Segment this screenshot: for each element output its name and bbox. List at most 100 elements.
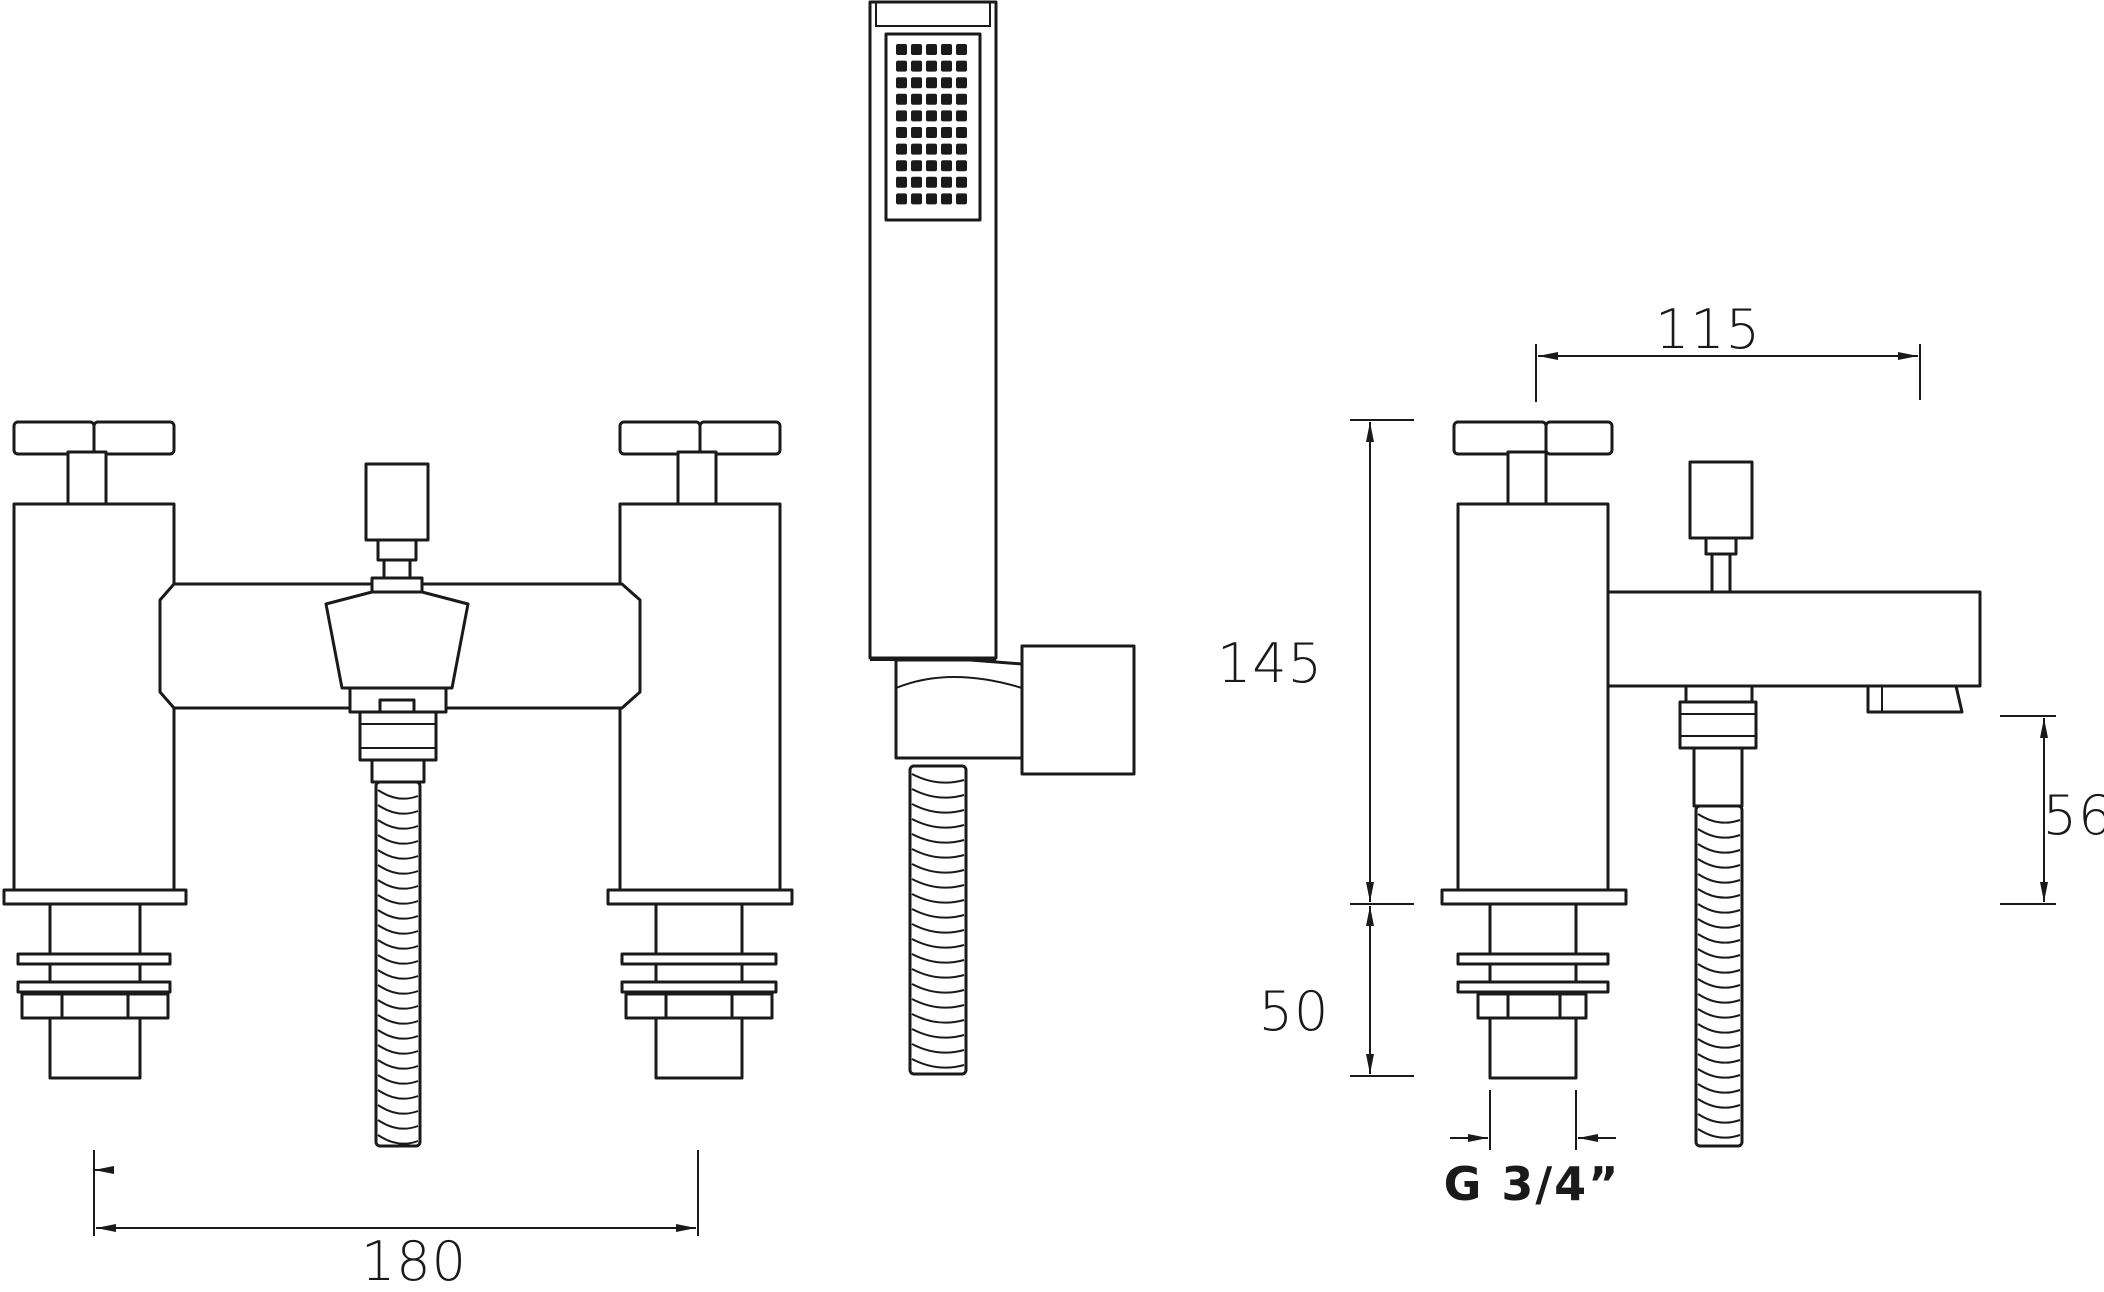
- hose-rib: [377, 999, 419, 1010]
- hose-rib: [911, 908, 965, 919]
- side-valve-tail: [1488, 1016, 1578, 1080]
- hose-rib: [377, 804, 419, 815]
- spray-nozzle: [896, 110, 907, 122]
- spray-nozzle: [911, 44, 922, 55]
- hose-rib: [377, 924, 419, 935]
- hose-rib: [377, 879, 419, 890]
- hose-rib: [377, 1059, 419, 1070]
- right-valve-base-plate: [606, 888, 794, 906]
- hose-rib: [911, 1058, 965, 1069]
- side-diverter-stem: [1710, 552, 1732, 594]
- hose-rib: [911, 818, 965, 829]
- side-diverter-cap: [1704, 536, 1738, 556]
- spray-nozzle: [956, 193, 967, 205]
- hose-rib: [377, 819, 419, 830]
- left-valve-tail: [48, 1016, 142, 1080]
- side-handle-stem: [1506, 450, 1548, 506]
- hose-rib: [377, 909, 419, 920]
- hose-rib: [911, 953, 965, 964]
- hose-rib: [1697, 993, 1741, 1004]
- left-valve-nut: [20, 992, 170, 1020]
- side-valve-nut: [1476, 992, 1588, 1020]
- spray-nozzle: [911, 110, 922, 122]
- spout-aerator: [1866, 684, 1964, 714]
- spray-nozzle: [941, 160, 952, 172]
- bracket-wall-block: [1020, 644, 1136, 776]
- front-hose: [374, 780, 422, 1148]
- spray-nozzle: [941, 44, 952, 55]
- left-valve: [2, 420, 188, 1080]
- hose-rib: [377, 849, 419, 860]
- diverter-housing: [324, 590, 470, 690]
- wall-bracket: [894, 644, 1136, 776]
- dimension-thread: G 3/4”: [1444, 1090, 1621, 1211]
- handset-hose-ribs: [911, 773, 965, 1069]
- hose-rib: [911, 983, 965, 994]
- spray-nozzle: [941, 110, 952, 122]
- hose-rib: [1697, 888, 1741, 899]
- hose-rib: [911, 788, 965, 799]
- spray-nozzle: [896, 93, 907, 105]
- spray-nozzle: [896, 77, 907, 89]
- spray-nozzle: [956, 60, 967, 72]
- hose-rib: [911, 893, 965, 904]
- hose-rib: [377, 1119, 419, 1130]
- hose-rib: [377, 1104, 419, 1115]
- side-valve-base-plate: [1440, 888, 1628, 906]
- side-valve-body: [1456, 502, 1610, 892]
- spray-nozzles: [896, 44, 967, 205]
- spray-nozzle: [896, 143, 907, 155]
- spray-nozzle: [941, 93, 952, 105]
- hose-rib: [911, 773, 965, 784]
- spray-nozzle: [956, 143, 967, 155]
- hose-rib: [1697, 828, 1741, 839]
- left-valve-base-plate: [2, 888, 188, 906]
- hose-rib: [1697, 858, 1741, 869]
- dimension-label-thread: G 3/4”: [1444, 1157, 1621, 1211]
- spray-nozzle: [911, 93, 922, 105]
- diverter-outlet-cap: [378, 698, 416, 714]
- right-valve-body: [618, 502, 782, 892]
- hose-rib: [377, 1029, 419, 1040]
- side-hose-ferrule-top: [1684, 684, 1754, 704]
- hose-rib: [911, 878, 965, 889]
- spray-nozzle: [926, 93, 937, 105]
- handset-hose: [908, 764, 968, 1076]
- side-valve-shank-lower: [1488, 962, 1578, 984]
- spray-nozzle: [941, 176, 952, 188]
- hose-rib: [377, 834, 419, 845]
- side-valve-washer-2: [1456, 980, 1610, 994]
- hose-rib: [1697, 813, 1741, 824]
- left-handle-arm-right: [92, 420, 176, 456]
- hose-rib: [911, 968, 965, 979]
- side-hose-ferrule: [1692, 746, 1744, 808]
- side-diverter: [1688, 460, 1754, 594]
- spray-nozzle: [956, 110, 967, 122]
- dimension-50: 50: [1259, 906, 1414, 1077]
- hose-rib: [377, 939, 419, 950]
- hose-rib: [911, 938, 965, 949]
- front-hose-ribs: [377, 789, 419, 1145]
- right-handle-stem: [676, 450, 718, 506]
- spray-nozzle: [926, 110, 937, 122]
- hose-rib: [1697, 948, 1741, 959]
- side-view: 115 145 50 56 G 3/4”: [1217, 298, 2104, 1211]
- hose-rib: [377, 1134, 419, 1145]
- hose-rib: [377, 1089, 419, 1100]
- right-valve-shank-lower: [654, 962, 744, 984]
- spray-nozzle: [956, 127, 967, 138]
- diverter: [324, 462, 470, 784]
- spray-nozzle: [911, 127, 922, 138]
- hose-rib: [1697, 918, 1741, 929]
- right-valve-shank: [654, 902, 744, 956]
- handset-rim: [875, 1, 991, 27]
- hose-rib: [1697, 1113, 1741, 1124]
- side-hose-nut: [1678, 700, 1758, 750]
- hose-rib: [911, 833, 965, 844]
- hose-rib: [1697, 903, 1741, 914]
- left-handle-stem: [66, 450, 108, 506]
- diverter-knob: [364, 462, 430, 542]
- hose-rib: [911, 848, 965, 859]
- side-handle-arm-left: [1452, 420, 1548, 456]
